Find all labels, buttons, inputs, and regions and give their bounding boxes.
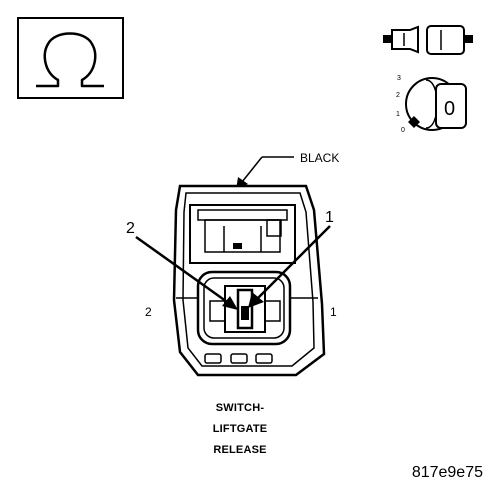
figure-id: 817e9e75 (411, 464, 483, 481)
pin-2-callout: 2 (126, 220, 238, 310)
color-callout: BLACK (236, 151, 339, 190)
ohm-symbol-icon (17, 17, 124, 99)
pin-1-callout: 1 (248, 209, 334, 308)
key-position-3: 3 (397, 75, 401, 82)
ignition-key-icon: 3 2 1 0 0 (396, 75, 467, 134)
key-value: 0 (444, 98, 455, 120)
connector-disconnect-icon (383, 25, 473, 55)
pin-1-callout-label: 1 (325, 209, 334, 226)
key-position-0: 0 (401, 127, 405, 134)
pin-2-callout-label: 2 (126, 220, 135, 237)
caption-line-2: LIFTGATE (212, 423, 268, 435)
caption-line-3: RELEASE (213, 444, 267, 456)
cavity-1-label: 1 (330, 305, 337, 319)
cavity-2-label: 2 (145, 305, 152, 319)
connector-color-label: BLACK (300, 151, 339, 165)
key-position-2: 2 (396, 92, 400, 99)
caption-line-1: SWITCH- (215, 402, 265, 414)
key-position-1: 1 (396, 111, 400, 118)
